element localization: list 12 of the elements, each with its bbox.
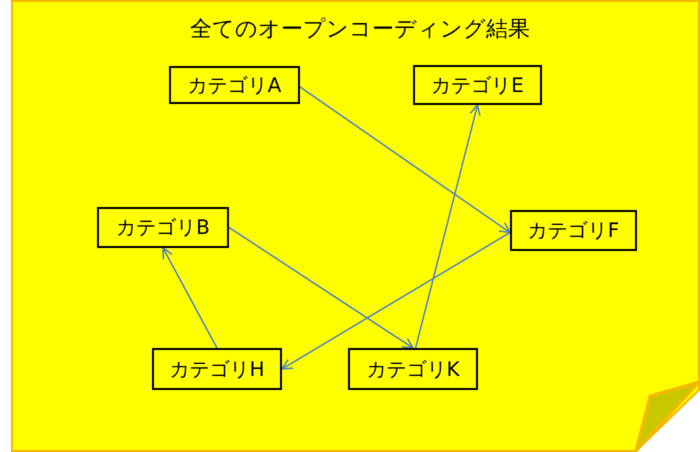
arrow: [414, 104, 481, 348]
arrow: [281, 232, 510, 370]
arrow: [300, 86, 511, 234]
category-box: カテゴリB: [97, 207, 229, 248]
category-box: カテゴリE: [413, 65, 542, 105]
title: 全てのオープンコーディング結果: [189, 16, 531, 44]
category-box: カテゴリF: [510, 210, 637, 251]
category-box: カテゴリH: [152, 348, 282, 390]
category-box: カテゴリA: [169, 66, 300, 104]
arrow: [228, 226, 414, 349]
arrow: [162, 247, 218, 348]
category-box: カテゴリK: [348, 348, 478, 390]
